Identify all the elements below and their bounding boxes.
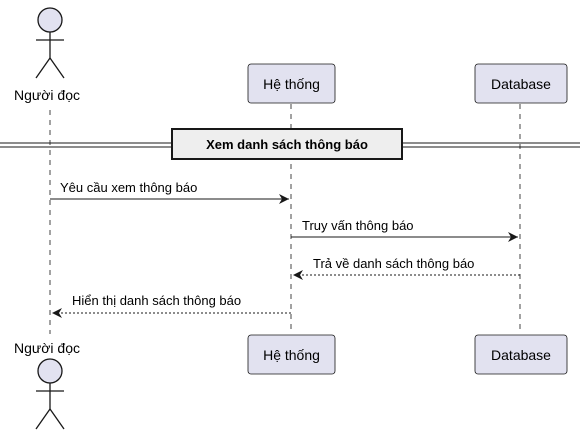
actor-head-icon [37,358,63,384]
actor-reader-label-top: Người đọc [14,87,80,103]
participant-database-top: Database [474,63,568,104]
actor-reader-label-bottom: Người đọc [14,340,80,356]
message-request-notifications: Yêu cầu xem thông báo [50,180,289,204]
message-display-list: Hiển thị danh sách thông báo [52,293,291,318]
participant-system-top: Hệ thống [247,63,336,104]
message-label: Yêu cầu xem thông báo [60,180,197,195]
message-label: Trả về danh sách thông báo [313,256,474,271]
actor-reader-top: Người đọc [14,7,80,103]
message-label: Truy vấn thông báo [302,218,414,233]
participant-system-label-top: Hệ thống [263,76,320,92]
participant-system-bottom: Hệ thống [247,334,336,375]
message-label: Hiển thị danh sách thông báo [72,293,241,308]
participant-database-label-top: Database [491,76,551,92]
divider-title: Xem danh sách thông báo [206,137,368,152]
message-return-list: Trả về danh sách thông báo [293,256,520,280]
participant-system-label-bottom: Hệ thống [263,347,320,363]
divider: Xem danh sách thông báo [0,128,580,160]
actor-head-icon [37,7,63,33]
participant-database-bottom: Database [474,334,568,375]
participant-database-label-bottom: Database [491,347,551,363]
message-query-notifications: Truy vấn thông báo [291,218,518,242]
actor-reader-bottom: Người đọc [14,340,80,430]
